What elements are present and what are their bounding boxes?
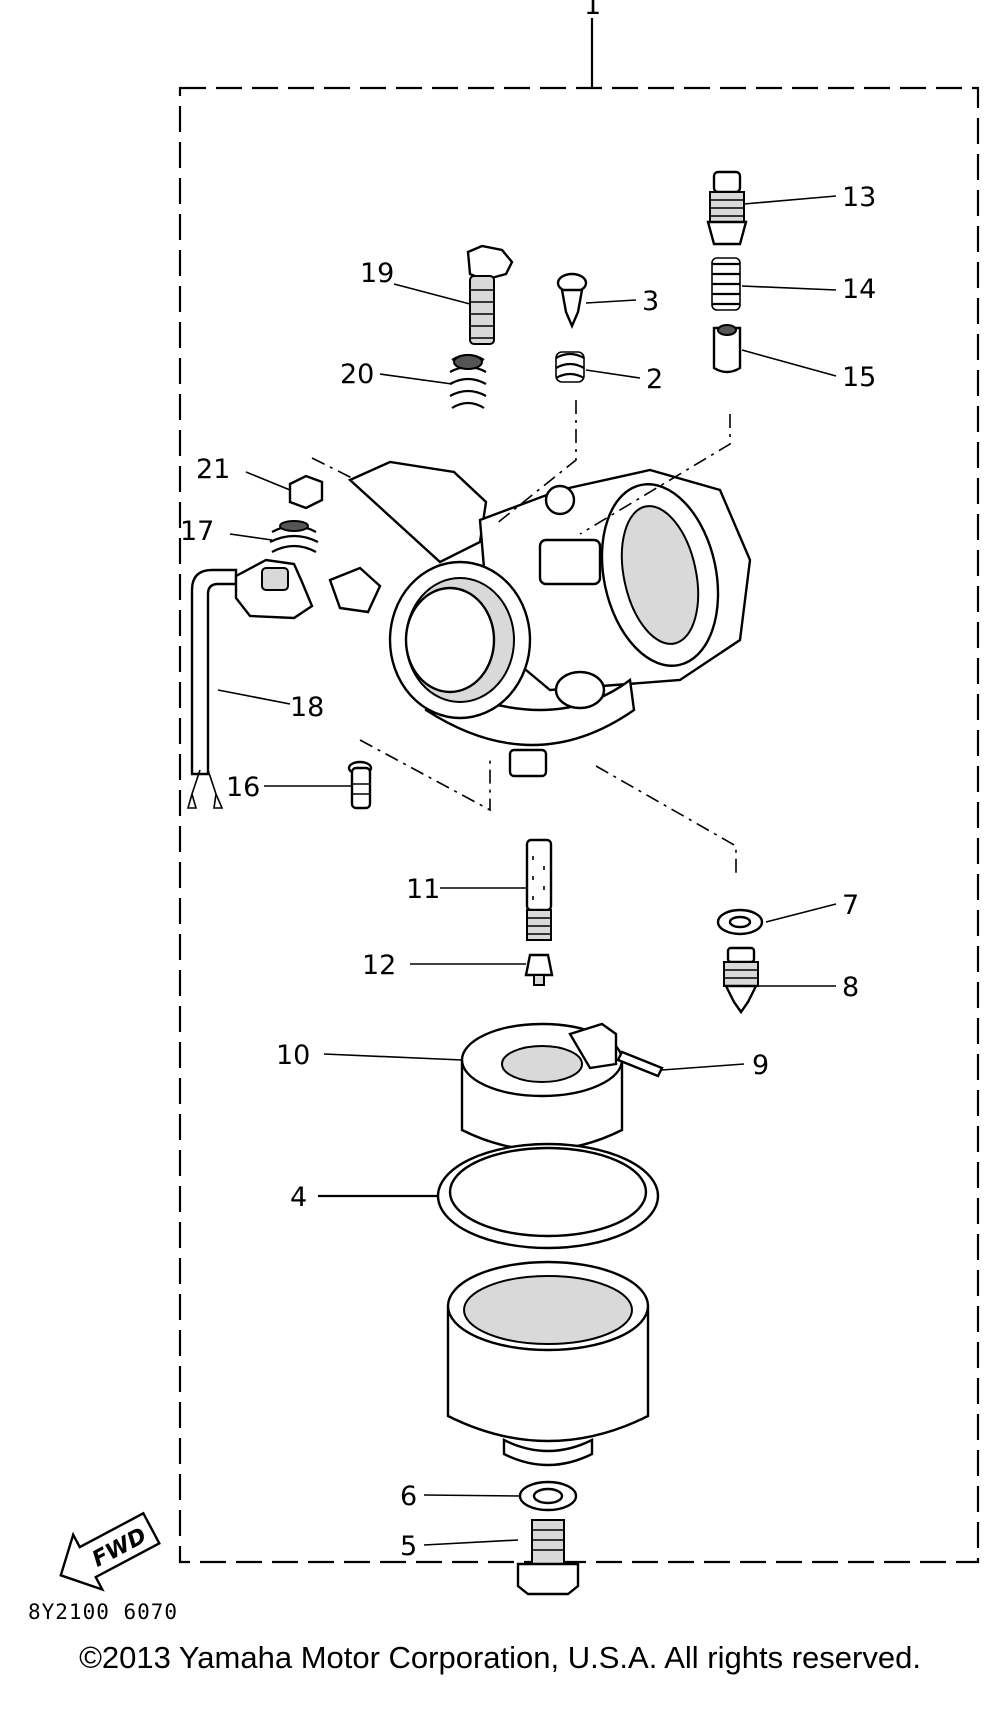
float-bowl — [446, 1260, 650, 1467]
callout-17: 17 — [180, 516, 214, 547]
part-17-spring — [269, 520, 319, 553]
leader-lines — [217, 195, 837, 1546]
callout-16: 16 — [226, 772, 260, 803]
fwd-arrow-icon: FWD — [59, 1511, 161, 1592]
callout-5: 5 — [400, 1531, 417, 1562]
callout-18: 18 — [290, 692, 324, 723]
part-9-pin — [616, 1050, 664, 1078]
part-11-tube — [525, 838, 553, 941]
part-7-washer — [716, 908, 764, 936]
copyright-notice: ©2013 Yamaha Motor Corporation, U.S.A. A… — [79, 1640, 921, 1675]
drawing-code: 8Y2100 6070 — [28, 1600, 179, 1624]
part-4-gasket — [436, 1142, 660, 1250]
callout-9: 9 — [752, 1050, 769, 1081]
part-16-screw — [347, 760, 373, 810]
callout-21: 21 — [196, 454, 230, 485]
part-2-spring — [555, 351, 585, 383]
callout-13: 13 — [842, 182, 876, 213]
callout-1: 1 — [584, 0, 601, 21]
assembly-boundary — [178, 18, 980, 1564]
callout-12: 12 — [362, 950, 396, 981]
part-3-screw — [556, 272, 588, 330]
carburetor-body — [328, 460, 752, 778]
part-5-bolt — [516, 1519, 580, 1596]
part-8-valve — [723, 946, 759, 1015]
callout-2: 2 — [646, 364, 663, 395]
part-21-nut — [288, 474, 324, 510]
part-12-jet — [524, 953, 554, 986]
part-20-spring — [449, 353, 487, 409]
callout-4: 4 — [290, 1182, 307, 1213]
part-15-plunger — [712, 324, 742, 374]
callout-numbers: 13 14 15 19 3 20 2 21 17 18 16 11 12 7 8… — [180, 182, 876, 1562]
callout-10: 10 — [276, 1040, 310, 1071]
part-13-valve — [706, 170, 748, 246]
callout-19: 19 — [360, 258, 394, 289]
callout-15: 15 — [842, 362, 876, 393]
callout-11: 11 — [406, 874, 440, 905]
callout-3: 3 — [642, 286, 659, 317]
part-18-choke-wire — [186, 558, 314, 809]
callout-6: 6 — [400, 1481, 417, 1512]
callout-20: 20 — [340, 359, 374, 390]
callout-14: 14 — [842, 274, 876, 305]
part-14-spring — [711, 257, 741, 311]
part-6-washer — [518, 1480, 578, 1512]
part-19-screw — [466, 244, 514, 345]
callout-8: 8 — [842, 972, 859, 1003]
callout-7: 7 — [842, 890, 859, 921]
part-10-float — [460, 1022, 624, 1152]
